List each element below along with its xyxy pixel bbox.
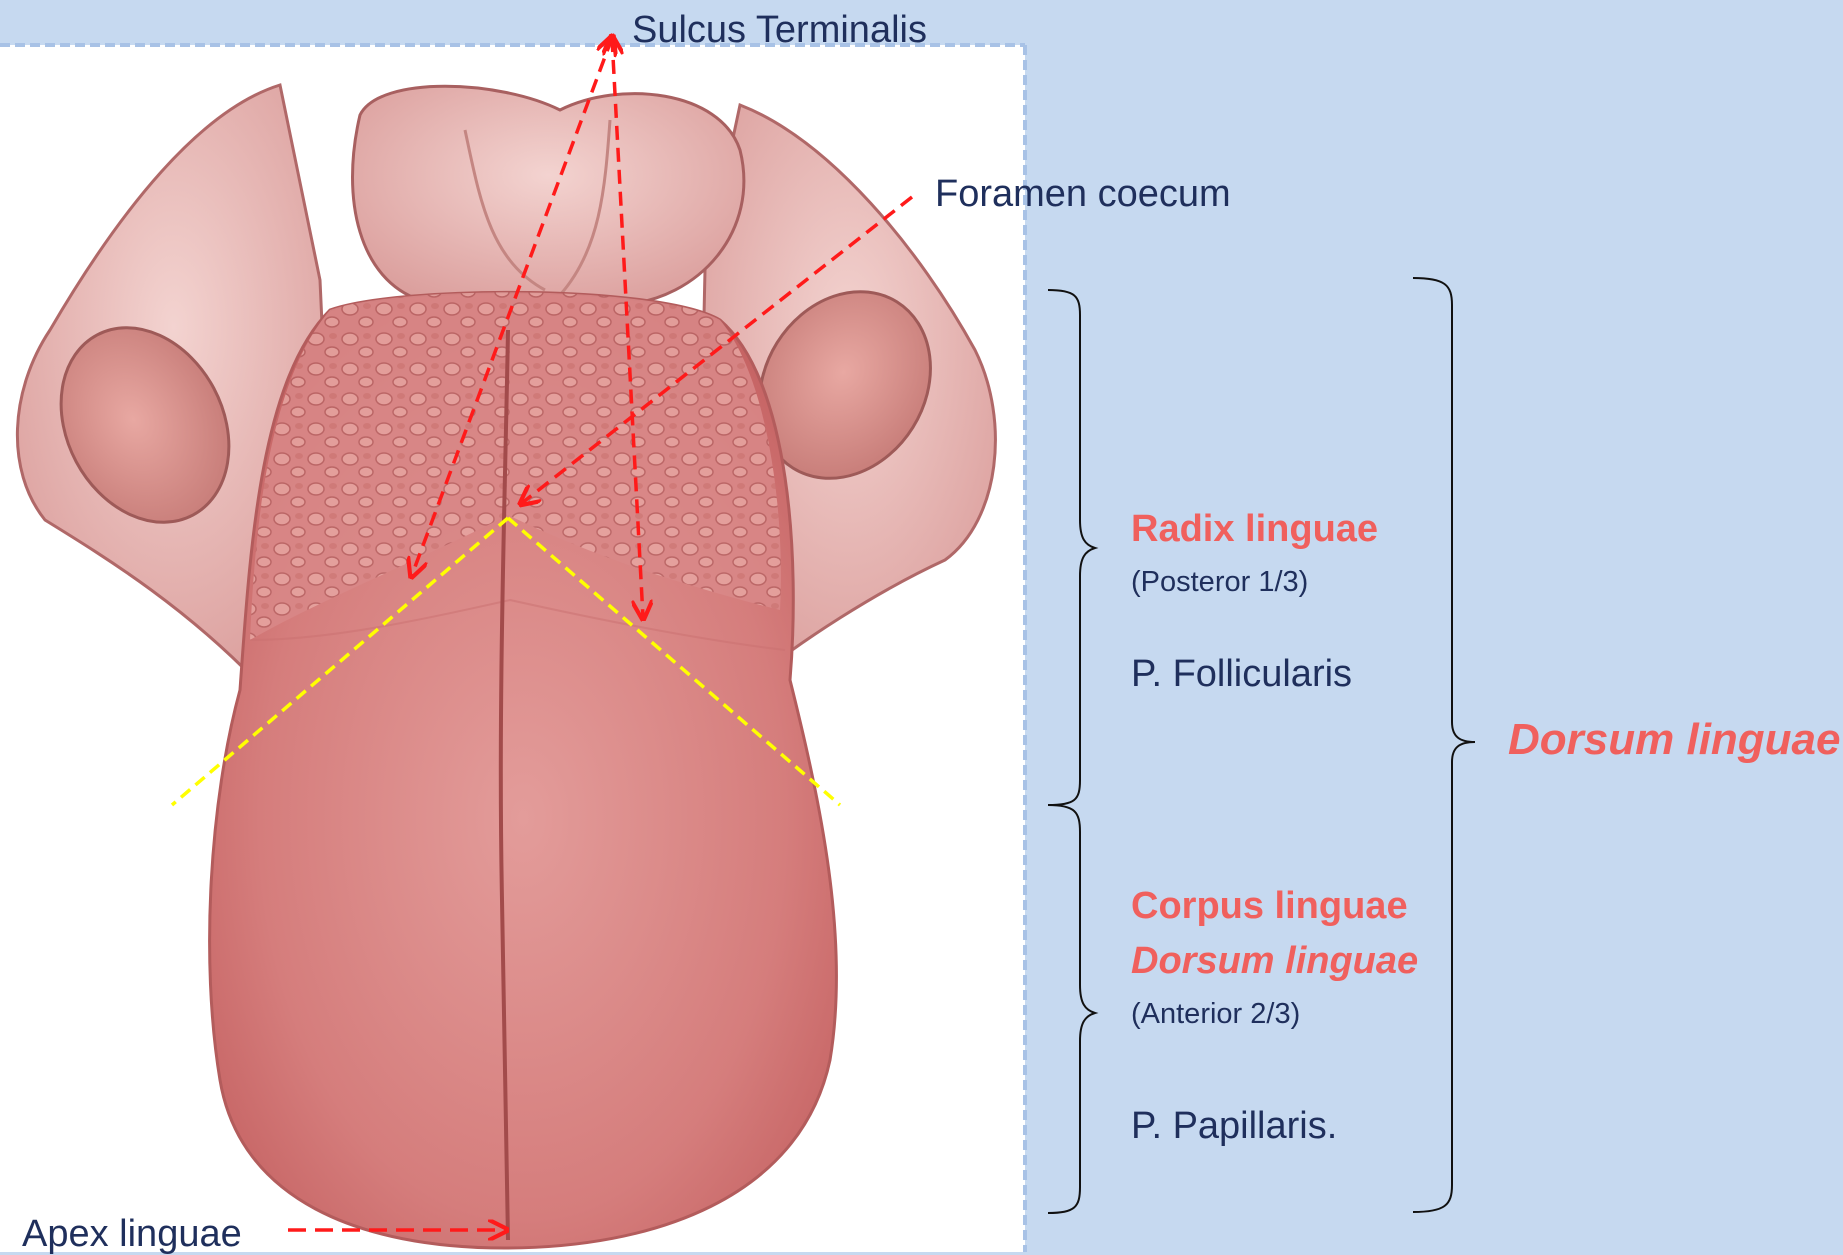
corpus-linguae-title: Corpus linguae xyxy=(1131,887,1408,925)
brace-radix xyxy=(1048,290,1095,805)
sulcus-arrow-right xyxy=(612,38,643,617)
apex-linguae-label: Apex linguae xyxy=(22,1215,242,1253)
corpus-linguae-note: (Anterior 2/3) xyxy=(1131,1000,1300,1029)
sulcus-arrow-left xyxy=(412,38,612,575)
radix-linguae-note: (Posteror 1/3) xyxy=(1131,568,1308,597)
brace-corpus xyxy=(1048,805,1095,1213)
radix-linguae-part: P. Follicularis xyxy=(1131,655,1352,693)
dorsum-linguae-label: Dorsum linguae xyxy=(1508,718,1841,762)
sulcus-terminalis-label: Sulcus Terminalis xyxy=(632,11,927,49)
radix-linguae-title: Radix linguae xyxy=(1131,510,1378,548)
corpus-linguae-subtitle: Dorsum linguae xyxy=(1131,942,1418,980)
sulcus-terminalis-right-line xyxy=(508,518,840,805)
foramen-coecum-label: Foramen coecum xyxy=(935,175,1231,213)
foramen-coecum-arrow xyxy=(522,197,912,503)
sulcus-terminalis-left-line xyxy=(172,518,508,805)
brace-dorsum xyxy=(1413,278,1475,1212)
corpus-linguae-part: P. Papillaris. xyxy=(1131,1107,1337,1145)
